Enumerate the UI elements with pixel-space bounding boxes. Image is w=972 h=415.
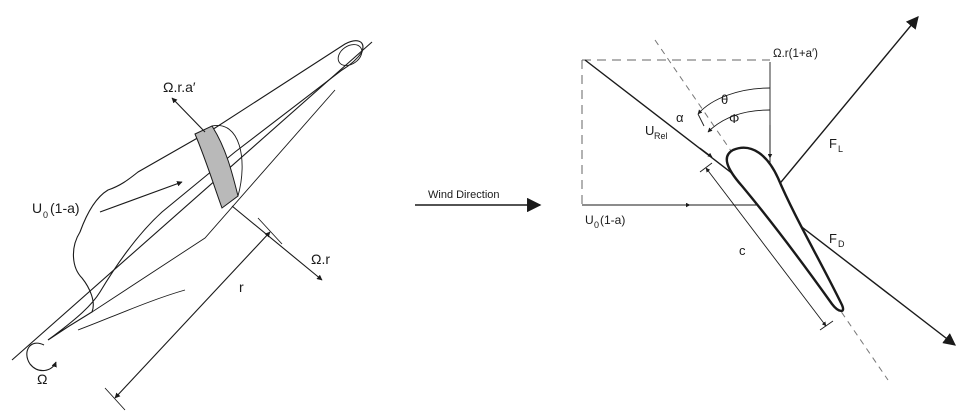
phi-arc [707,109,771,133]
chord-tick-top [699,162,713,173]
rotation-speed-arrow [231,205,323,281]
label-u0-tail-right: (1-a) [600,213,625,227]
label-phi: Φ [729,111,739,126]
label-r: r [239,279,244,295]
tangential-induction-arrow [171,97,206,133]
label-omega-r: Ω.r [311,251,330,267]
label-f-l-sub: L [838,144,843,154]
chord-line-dashed [654,39,889,381]
label-f-d-sub: D [838,239,845,249]
chord-dimension-line [705,167,827,327]
label-omega: Ω [37,371,47,387]
blade-outline [47,40,364,341]
label-f-l-main: F [829,136,837,151]
radius-dimension-line [114,231,271,399]
theta-arc [697,87,771,115]
lift-force-arrow [761,16,919,206]
radius-tick-bottom [104,387,126,411]
alpha-arc [697,113,705,127]
label-c: c [739,243,746,258]
blade-section-edge [211,125,243,197]
blade-section-shaded [194,125,239,209]
label-theta: θ [721,92,728,107]
label-f-d-main: F [829,231,837,246]
label-u0-main: U [32,200,42,216]
rotation-direction-icon [26,342,57,372]
airfoil [725,146,845,313]
radius-tick-top [257,217,283,245]
blade-tip [337,44,363,66]
axial-inflow-arrow [99,181,183,213]
relative-wind-arrowhead [699,147,713,158]
chord-tick-bottom [819,320,834,331]
label-alpha: α [676,110,684,125]
label-u0-main-right: U [585,213,594,227]
blade-inner-line [91,89,336,313]
blade-group [11,40,373,411]
blade-trailing-line [77,289,186,331]
velocity-triangle-group [581,16,956,381]
label-u0-sub: 0 [43,210,48,220]
label-u-rel-main: U [645,123,654,138]
label-u0-tail: (1-a) [50,200,80,216]
wind-direction-label: Wind Direction [428,189,500,201]
rotation-axis-line [11,41,373,361]
label-u0-sub-right: 0 [594,220,599,230]
label-omega-r-1-plus-a-prime: Ω.r(1+a′) [773,48,818,60]
label-u-rel-sub: Rel [654,131,668,141]
label-omega-r-a-prime: Ω.r.a′ [163,79,196,95]
